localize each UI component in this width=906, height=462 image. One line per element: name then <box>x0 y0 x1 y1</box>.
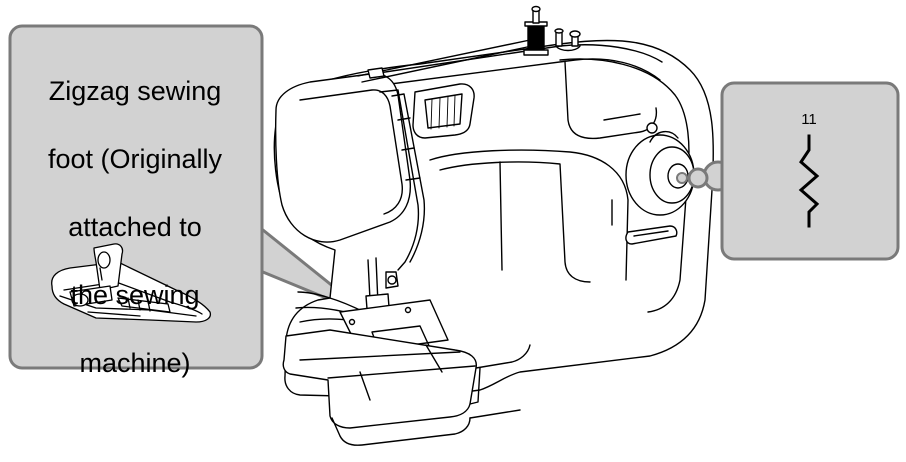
pattern-number: 11 <box>801 111 817 128</box>
foot-callout-line: machine) <box>79 348 191 378</box>
handwheel <box>625 122 695 216</box>
foot-callout-line: attached to <box>68 212 202 242</box>
foot-callout-line: foot (Originally <box>47 144 223 174</box>
sewing-machine <box>273 5 715 446</box>
machine-head <box>274 73 412 243</box>
foot-callout-line: the sewing <box>70 280 200 310</box>
zigzag-foot-illustration <box>51 243 212 323</box>
thread-spool <box>523 5 549 56</box>
pattern-window <box>412 83 475 139</box>
foot-callout-line: Zigzag sewing <box>48 76 222 106</box>
foot-callout-label: Zigzag sewing foot (Originally attached … <box>14 40 256 414</box>
zigzag-stitch-icon <box>798 134 820 228</box>
extension-table <box>282 329 477 429</box>
